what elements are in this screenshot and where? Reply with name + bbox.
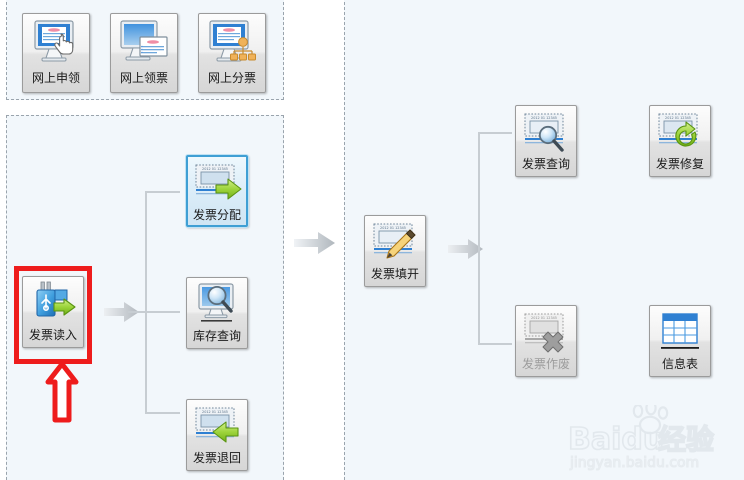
node-label: 发票退回 (192, 451, 241, 465)
node-invoice-fill[interactable]: 2012 01 12345 发票填开 (364, 215, 426, 287)
branch-to-query (478, 132, 512, 134)
monitor-orgchart-icon (205, 18, 259, 70)
arrow-panel-to-panel (294, 231, 336, 259)
node-online-split[interactable]: 网上分票 (198, 13, 266, 93)
branch-trunk-left (145, 191, 147, 414)
branch-to-return (145, 412, 180, 414)
invoice-restore-icon: 2012 01 12345 (655, 110, 705, 156)
invoice-cancel-icon: 2012 01 12345 (521, 310, 571, 356)
invoice-arrow-right-icon: 2012 01 12345 (192, 161, 242, 207)
node-label: 网上申领 (31, 71, 80, 85)
arrow-read-to-branch (104, 301, 140, 327)
node-invoice-read[interactable]: 发票读入 (22, 276, 84, 348)
node-invoice-void[interactable]: 2012 01 12345 发票作废 (515, 305, 577, 377)
node-label: 发票分配 (192, 208, 241, 222)
node-online-apply[interactable]: 网上申领 (22, 13, 90, 93)
node-online-receive[interactable]: 网上领票 (110, 13, 178, 93)
node-invoice-query[interactable]: 2012 01 12345 发票查询 (515, 105, 577, 177)
branch-to-assign (145, 191, 180, 193)
svg-text:2012 01 12345: 2012 01 12345 (202, 167, 228, 171)
node-stock-query[interactable]: 库存查询 (186, 277, 248, 349)
node-info-table[interactable]: 信息表 (649, 305, 711, 377)
node-invoice-return[interactable]: 2012 01 12345 发票退回 (186, 399, 248, 471)
svg-text:2012 01 12345: 2012 01 12345 (531, 116, 557, 120)
node-label: 网上领票 (119, 71, 168, 85)
node-invoice-assign[interactable]: 2012 01 12345 发票分配 (186, 155, 248, 227)
invoice-pencil-icon: 2012 01 12345 (370, 220, 420, 266)
node-label: 库存查询 (192, 329, 241, 343)
node-label: 发票查询 (521, 157, 570, 171)
highlight-box (14, 266, 92, 364)
arrow-highlight-up (45, 361, 79, 428)
monitor-magnifier-icon (192, 282, 242, 328)
branch-trunk-right (478, 132, 480, 345)
table-grid-icon (655, 310, 705, 356)
svg-text:2012 01 12345: 2012 01 12345 (665, 116, 691, 120)
node-label: 网上分票 (207, 71, 256, 85)
node-invoice-repair[interactable]: 2012 01 12345 发票修复 (649, 105, 711, 177)
svg-text:2012 01 12345: 2012 01 12345 (531, 316, 557, 320)
svg-text:2012 01 12345: 2012 01 12345 (380, 226, 406, 230)
invoice-arrow-left-icon: 2012 01 12345 (192, 404, 242, 450)
branch-to-void (478, 343, 512, 345)
node-label: 发票读入 (28, 328, 77, 342)
node-label: 发票修复 (655, 157, 704, 171)
monitor-hand-icon (29, 18, 83, 70)
svg-text:2012 01 12345: 2012 01 12345 (202, 410, 228, 414)
node-label: 发票填开 (370, 267, 419, 281)
node-label: 发票作废 (521, 357, 570, 371)
branch-stem-left (128, 311, 146, 313)
monitor-document-icon (117, 18, 171, 70)
invoice-magnifier-icon: 2012 01 12345 (521, 110, 571, 156)
arrow-fill-to-branch (448, 238, 484, 264)
node-label: 信息表 (661, 357, 698, 371)
usb-import-icon (28, 281, 78, 327)
branch-to-stock-query (145, 311, 180, 313)
